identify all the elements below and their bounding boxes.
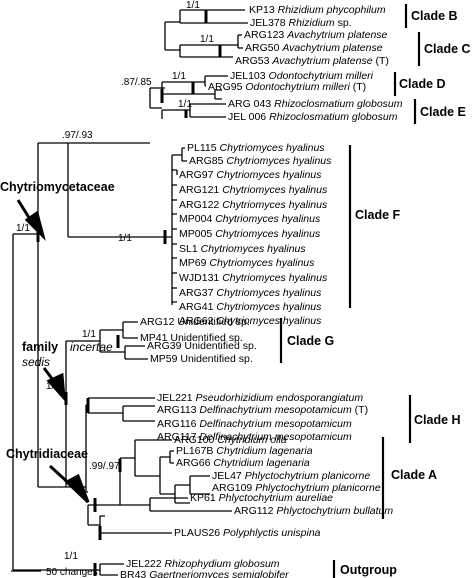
taxon-label: ARG50 Avachytrium platense	[245, 42, 383, 54]
taxon-label: SL1 Chytriomyces hyalinus	[179, 243, 306, 255]
branch-clade-d	[161, 75, 228, 100]
taxon-label: JEL221 Pseudorhizidium endosporangiatum	[157, 392, 363, 404]
taxon-label: ARG122 Chytriomyces hyalinus	[179, 199, 328, 211]
taxon-label: ARG116 Delfinachytrium mesopotamicum	[157, 418, 352, 430]
family-label-incertae-2: incertae	[70, 340, 113, 354]
clade-brackets: Clade B Clade C Clade D Clade E Clade F …	[279, 4, 471, 578]
clade-label-g: Clade G	[287, 334, 334, 348]
arrow-head-icon	[46, 372, 66, 403]
support-value: 1/1	[186, 0, 200, 11]
taxon-label: MP41 Unidentified sp.	[140, 332, 243, 344]
branch-outgroup	[38, 563, 124, 576]
taxon-label: ARG85 Chytriomyces hyalinus	[189, 155, 332, 167]
taxon-label: ARG37 Chytriomyces hyalinus	[179, 287, 322, 299]
taxon-label: PL167B Chytridium lagenaria	[176, 445, 313, 457]
clade-label-d: Clade D	[399, 77, 446, 91]
support-value: 1/1	[178, 99, 192, 110]
clade-label-f: Clade F	[355, 208, 401, 222]
taxon-label: ARG39 Unidentified sp.	[147, 340, 257, 352]
support-value: .99/.97	[89, 461, 120, 472]
taxon-label: WJD131 Chytriomyces hyalinus	[179, 272, 328, 284]
support-value: 1/1	[172, 71, 186, 82]
taxon-label: ARG12 Unidentified sp.	[140, 316, 250, 328]
node-ticks	[36, 10, 222, 576]
tree-branches	[12, 9, 248, 576]
branch-clade-b	[179, 9, 248, 24]
support-value: 1/1	[118, 233, 132, 244]
taxon-label: KP13 Rhizidium phycophilum	[249, 4, 386, 16]
taxon-label: MP59 Unidentified sp.	[150, 353, 253, 365]
support-value: 1/1	[16, 223, 30, 234]
taxon-label: ARG62 Chytriomyces hyalinus	[179, 315, 322, 327]
taxon-label: KP61 Phlyctochytrium aureliae	[190, 492, 333, 504]
scale-label: 50 changes	[46, 567, 98, 578]
family-label-chytridiaceae: Chytridiaceae	[6, 447, 88, 461]
branch-ingroup	[37, 142, 68, 488]
taxon-label: ARG 043 Rhizoclosmatium globosum	[228, 98, 403, 110]
branch-upper	[67, 142, 150, 238]
branch-clade-a	[119, 439, 232, 512]
branch-a-poly	[87, 504, 172, 534]
taxon-label: ARG97 Chytriomyces hyalinus	[179, 169, 322, 181]
family-label-incertae-3: sedis	[22, 355, 50, 369]
taxon-label: PLAUS26 Polyphlyctis unispina	[174, 527, 321, 539]
family-annotations: Chytriomycetaceae family incertae sedis …	[0, 180, 115, 504]
taxa: KP13 Rhizidium phycophilum JEL378 Rhizid…	[120, 4, 403, 578]
family-label-chytriomycetaceae: Chytriomycetaceae	[0, 180, 115, 194]
taxon-label: PL115 Chytriomyces hyalinus	[187, 142, 325, 154]
taxon-label: ARG121 Chytriomyces hyalinus	[179, 184, 328, 196]
taxon-label: MP004 Chytriomyces hyalinus	[179, 213, 321, 225]
taxon-label: BR43 Gaertneriomyces semiglobifer	[120, 569, 289, 578]
taxon-label: JEL 006 Rhizoclosmatium globosum	[228, 111, 398, 123]
taxon-label: JEL47 Phlyctochytrium planicorne	[212, 470, 370, 482]
clade-label-e: Clade E	[420, 105, 466, 119]
clade-label-h: Clade H	[414, 413, 461, 427]
taxon-label: ARG41 Chytriomyces hyalinus	[179, 301, 322, 313]
taxon-label: ARG113 Delfinachytrium mesopotamicum (T)	[157, 404, 368, 416]
support-value: .97/.93	[62, 130, 93, 141]
taxon-label: ARG100 Chytridium olla	[174, 434, 287, 446]
clade-label-c: Clade C	[424, 42, 471, 56]
branch-clade-e	[161, 103, 226, 119]
branch-clade-h	[87, 397, 155, 422]
branch-clade-g	[99, 321, 148, 360]
support-value: 1/1	[64, 551, 78, 562]
taxon-label: ARG53 Avachytrium platense (T)	[235, 55, 389, 67]
taxon-label: ARG117 Delfinachytrium mesopotamicum	[157, 431, 352, 443]
taxon-label: ARG123 Avachytrium platense	[244, 29, 388, 41]
taxon-label: MP005 Chytriomyces hyalinus	[179, 228, 321, 240]
arrow-head-icon	[24, 210, 46, 241]
taxon-label: ARG66 Chytridium lagenaria	[176, 457, 310, 469]
branch-bc	[164, 21, 180, 51]
branch-clade-f	[95, 147, 187, 305]
clade-label-outgroup: Outgroup	[340, 563, 397, 577]
clade-label-b: Clade B	[411, 9, 458, 23]
taxon-label: MP69 Chytriomyces hyalinus	[179, 257, 315, 269]
taxon-label: JEL103 Odontochytrium milleri	[230, 70, 374, 82]
taxon-label: JEL222 Rhizophydium globosum	[126, 558, 280, 570]
taxon-label: ARG112 Phlyctochytrium bullatum	[234, 505, 393, 517]
taxon-label: ARG109 Phlyctochytrium planicorne	[212, 482, 381, 494]
support-value: 1/1	[200, 34, 214, 45]
taxon-label: JEL378 Rhizidium sp.	[250, 17, 352, 29]
support-value: .87/.85	[121, 77, 152, 88]
clade-label-a: Clade A	[391, 468, 437, 482]
support-value: 1/1	[82, 329, 96, 340]
scale-bar: 50 changes	[11, 567, 98, 578]
branch-clade-c	[179, 34, 243, 58]
family-label-incertae-1: family	[22, 340, 58, 354]
branch-root	[12, 233, 38, 571]
taxon-label: ARG95 Odontochytrium milleri (T)	[208, 81, 366, 93]
arrow-head-icon	[64, 473, 90, 504]
